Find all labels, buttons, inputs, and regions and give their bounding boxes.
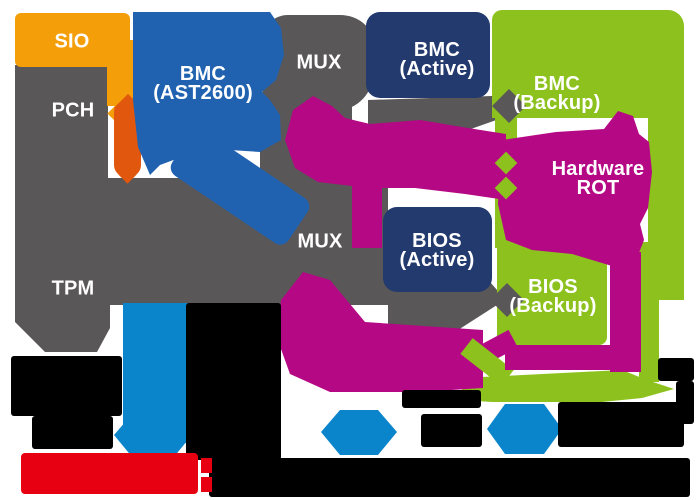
obscured-text-block-5 (421, 414, 482, 447)
obscured-text-block-1 (11, 356, 122, 416)
bmc-active-flash (366, 12, 490, 98)
obscured-text-block-2 (32, 416, 113, 449)
tpm-label: TPM (51, 277, 95, 300)
backup-sliver (639, 242, 659, 382)
obscured-text-block-6 (558, 402, 684, 447)
rot-trace-bottom (505, 345, 638, 370)
obscured-text-block-4 (402, 390, 481, 408)
legend-bus-node-2 (321, 410, 397, 455)
obscured-highlight-mark-1 (201, 458, 212, 473)
obscured-highlight-text (21, 453, 198, 494)
bmc-active-label: BMC(Active) (399, 39, 475, 80)
bios-backup-label: BIOS(Backup) (509, 276, 597, 317)
mux-bottom-label: MUX (297, 230, 343, 253)
obscured-text-block-8 (676, 381, 694, 424)
bmc-backup-label: BMC(Backup) (513, 73, 601, 114)
sio-espi-stem (107, 40, 137, 106)
bmc-label: BMC(AST2600) (153, 63, 253, 104)
sio-label: SIO (54, 30, 90, 53)
obscured-highlight-mark-2 (201, 477, 212, 492)
bios-active-flash (383, 207, 492, 292)
obscured-text-block-9 (209, 458, 690, 497)
obscured-text-block-3 (186, 303, 281, 460)
mux-top-label: MUX (296, 51, 342, 74)
legend-bus-node-3 (487, 404, 562, 454)
hardware-rot-block (498, 111, 652, 266)
pch-label: PCH (51, 99, 95, 122)
legend-bus-node-1 (114, 413, 192, 458)
obscured-text-block-7 (658, 358, 694, 381)
bios-active-label: BIOS(Active) (399, 230, 475, 271)
